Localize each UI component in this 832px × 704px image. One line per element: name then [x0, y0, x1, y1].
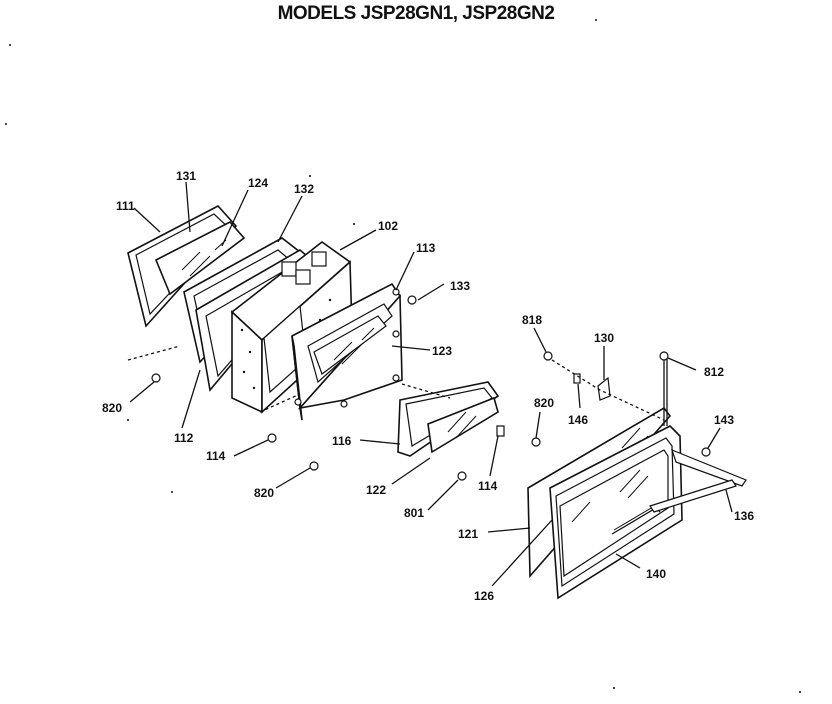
part-callouts: 111 131 124 132 102 113 133 123 820 112 … — [102, 169, 754, 603]
callout-820-left: 820 — [102, 401, 122, 415]
callout-818: 818 — [522, 313, 542, 327]
part-143-rod — [663, 358, 668, 426]
callout-820-right: 820 — [534, 396, 554, 410]
part-113-door-panel — [291, 282, 403, 421]
callout-136: 136 — [734, 509, 754, 523]
part-140-door-frame — [549, 425, 683, 600]
callout-130: 130 — [594, 331, 614, 345]
part-122-glass — [427, 396, 499, 454]
callout-126: 126 — [474, 589, 494, 603]
callout-122: 122 — [366, 483, 386, 497]
callout-121: 121 — [458, 527, 478, 541]
callout-146: 146 — [568, 413, 588, 427]
callout-820-bottom: 820 — [254, 486, 274, 500]
callout-111: 111 — [116, 199, 135, 213]
callout-112: 112 — [174, 431, 194, 445]
part-136-trim-strip — [649, 448, 747, 513]
scan-noise — [5, 19, 801, 693]
callout-131: 131 — [176, 169, 196, 183]
callout-133: 133 — [450, 279, 470, 293]
callout-143: 143 — [714, 413, 734, 427]
diagram-title: MODELS JSP28GN1, JSP28GN2 — [277, 3, 555, 24]
callout-114-left: 114 — [206, 449, 226, 463]
leader-lines — [127, 181, 733, 587]
callout-812: 812 — [704, 365, 724, 379]
part-124-glass-pane — [154, 221, 246, 296]
callout-140: 140 — [646, 567, 666, 581]
callout-801: 801 — [404, 506, 424, 520]
screws-and-fasteners — [151, 295, 711, 481]
callout-113: 113 — [416, 241, 436, 255]
callout-102: 102 — [378, 219, 398, 233]
callout-116: 116 — [332, 434, 352, 448]
callout-123: 123 — [432, 344, 452, 358]
callout-114-right: 114 — [478, 479, 498, 493]
callout-124: 124 — [248, 176, 268, 190]
callout-132: 132 — [294, 182, 314, 196]
